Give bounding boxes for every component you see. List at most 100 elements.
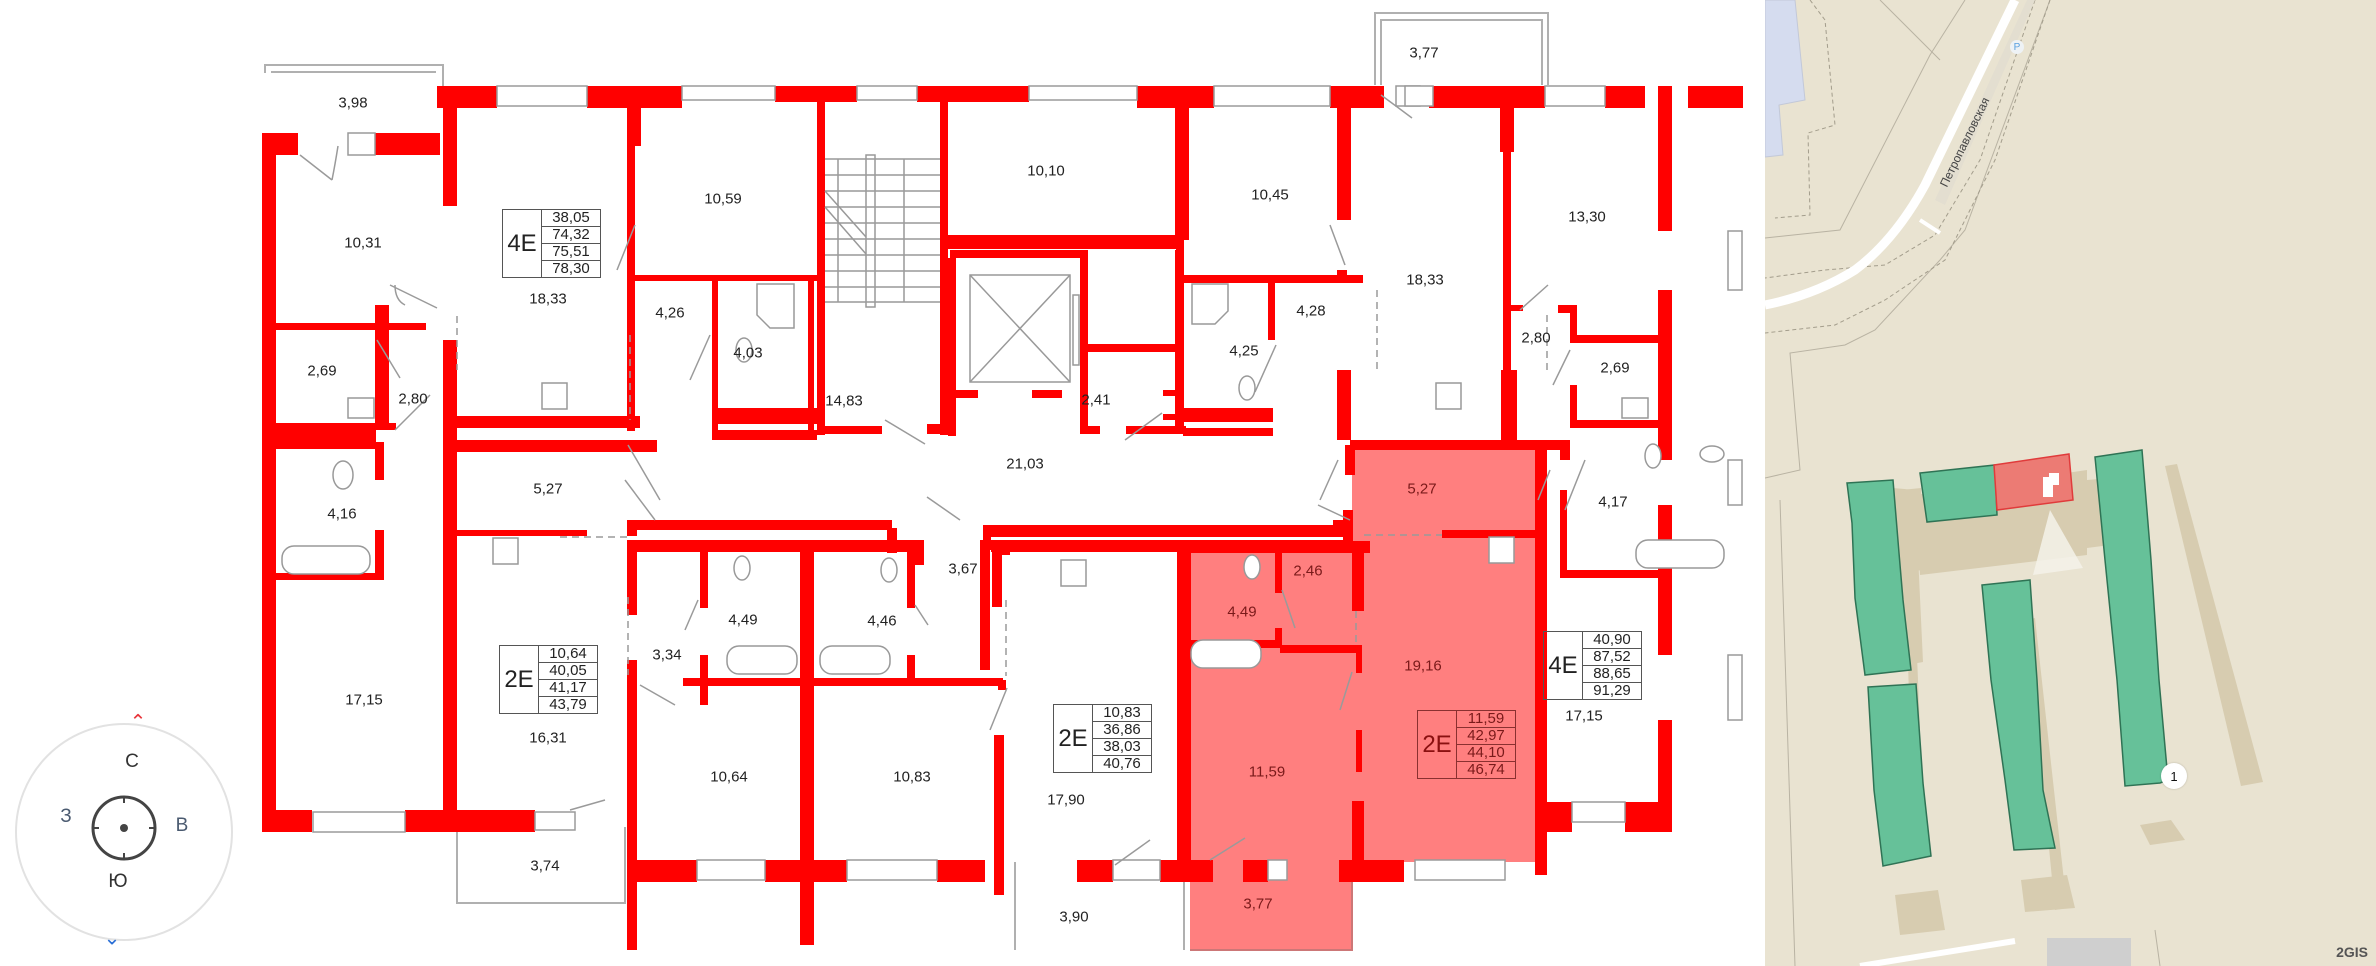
room-area[interactable]: 10,83 [893, 768, 931, 786]
apartment-card-4e-right[interactable]: 4Е 40,90 87,52 88,65 91,29 [1543, 631, 1642, 700]
residential-buildings[interactable] [1846, 449, 2169, 867]
room-area-selected[interactable]: 2,46 [1293, 562, 1323, 580]
living-area: 11,59 [1457, 711, 1515, 728]
apartment-type: 4Е [503, 210, 542, 277]
floor-plan-drawing [262, 12, 1743, 951]
room-area[interactable]: 4,46 [867, 612, 897, 630]
room-area[interactable]: 10,31 [344, 234, 382, 252]
total-area-full: 78,30 [552, 260, 590, 277]
total-area-with-loggia: 41,17 [539, 680, 597, 697]
room-area[interactable]: 3,98 [338, 94, 368, 112]
building-shadows [1870, 464, 2263, 935]
rotate-down-chevron-icon[interactable]: ⌄ [103, 927, 121, 950]
living-area: 40,90 [1583, 632, 1641, 649]
room-area-selected[interactable]: 11,59 [1248, 763, 1286, 781]
floor-plan: 3,98 10,31 18,33 2,69 2,80 10,59 4,26 4,… [14, 12, 1743, 951]
selected-building[interactable] [1993, 453, 2074, 511]
compass-south: Ю [108, 871, 128, 892]
staircase [824, 154, 940, 308]
total-area: 36,86 [1093, 722, 1151, 739]
room-area[interactable]: 2,80 [398, 390, 428, 408]
compass[interactable]: ⌃ ⌄ С З В Ю [14, 712, 234, 950]
entrance-marker-icon [2043, 477, 2053, 497]
living-area: 10,64 [539, 646, 597, 663]
total-area-full: 91,29 [1593, 682, 1631, 699]
room-area[interactable]: 17,90 [1047, 791, 1085, 809]
room-area[interactable]: 4,26 [655, 304, 685, 322]
apartment-card-2e-left[interactable]: 2Е 10,64 40,05 41,17 43,79 [499, 645, 598, 714]
room-area[interactable]: 3,67 [948, 560, 978, 578]
total-area: 40,05 [539, 663, 597, 680]
room-area-selected[interactable]: 4,49 [1227, 603, 1257, 621]
room-area[interactable]: 3,90 [1059, 908, 1089, 926]
total-area-with-loggia: 44,10 [1457, 745, 1515, 762]
total-area-full: 40,76 [1103, 755, 1141, 772]
total-area-with-loggia: 38,03 [1093, 739, 1151, 756]
room-area[interactable]: 3,74 [530, 857, 560, 875]
room-area[interactable]: 18,33 [529, 290, 567, 308]
total-area: 74,32 [542, 227, 600, 244]
room-area[interactable]: 17,15 [345, 691, 383, 709]
room-area[interactable]: 21,03 [1006, 455, 1044, 473]
neighbor-building[interactable] [1765, 0, 1806, 158]
compass-east: В [175, 815, 189, 836]
apartment-type: 2Е [1418, 711, 1457, 778]
room-area-selected[interactable]: 5,27 [1407, 480, 1437, 498]
room-area[interactable]: 13,30 [1568, 208, 1606, 226]
doors [299, 94, 1586, 866]
room-area[interactable]: 2,69 [307, 362, 337, 380]
windows [312, 85, 1743, 881]
compass-ring[interactable] [14, 722, 234, 942]
map-attribution-logo[interactable]: 2GIS [2336, 944, 2368, 960]
apartment-type: 4Е [1544, 632, 1583, 699]
elevator-shaft [969, 274, 1080, 383]
room-area[interactable]: 4,17 [1598, 493, 1628, 511]
apartment-card-2e-middle[interactable]: 2Е 10,83 36,86 38,03 40,76 [1053, 704, 1152, 773]
room-area[interactable]: 2,80 [1521, 329, 1551, 347]
room-area[interactable]: 3,34 [652, 646, 682, 664]
entrance-number-pin[interactable]: 1 [2161, 763, 2187, 789]
compass-west: З [60, 806, 72, 827]
room-area[interactable]: 5,27 [533, 480, 563, 498]
site-map[interactable]: Петропавловская P 1 2GIS [1765, 0, 2376, 966]
apartment-type: 2Е [1054, 705, 1093, 772]
parking-icon[interactable]: P [2010, 40, 2024, 54]
room-area[interactable]: 10,10 [1027, 162, 1065, 180]
map-drawing[interactable] [1765, 0, 2376, 966]
apartment-card-4e-left[interactable]: 4Е 38,05 74,32 75,51 78,30 [502, 209, 601, 278]
room-area[interactable]: 4,28 [1296, 302, 1326, 320]
view-direction-icon [2033, 510, 2083, 575]
room-area[interactable]: 4,16 [327, 505, 357, 523]
room-area[interactable]: 17,15 [1565, 707, 1603, 725]
room-area[interactable]: 10,59 [704, 190, 742, 208]
fixtures [281, 283, 1725, 675]
room-area[interactable]: 16,31 [529, 729, 567, 747]
apartment-card-2e-selected[interactable]: 2Е 11,59 42,97 44,10 46,74 [1417, 710, 1516, 779]
total-area-with-loggia: 75,51 [542, 244, 600, 261]
room-area[interactable]: 4,03 [733, 344, 763, 362]
road-petropavlovskaya[interactable] [1765, 0, 2020, 310]
room-area[interactable]: 10,64 [710, 768, 748, 786]
room-area[interactable]: 14,83 [825, 392, 863, 410]
room-area[interactable]: 4,25 [1229, 342, 1259, 360]
apartment-type: 2Е [500, 646, 539, 713]
rotate-up-chevron-icon[interactable]: ⌃ [129, 711, 147, 734]
total-area-full: 43,79 [549, 696, 587, 713]
room-area[interactable]: 2,41 [1081, 391, 1111, 409]
open-passages [456, 290, 1548, 676]
room-area[interactable]: 4,49 [728, 611, 758, 629]
total-area: 87,52 [1583, 649, 1641, 666]
room-area[interactable]: 2,69 [1600, 359, 1630, 377]
room-area[interactable]: 10,45 [1251, 186, 1289, 204]
room-area[interactable]: 3,77 [1409, 44, 1439, 62]
walls [262, 86, 1743, 950]
total-area-with-loggia: 88,65 [1583, 666, 1641, 683]
room-area-selected[interactable]: 19,16 [1404, 657, 1442, 675]
room-area[interactable]: 18,33 [1406, 271, 1444, 289]
living-area: 10,83 [1093, 705, 1151, 722]
room-area-selected[interactable]: 3,77 [1243, 895, 1273, 913]
total-area: 42,97 [1457, 728, 1515, 745]
compass-north: С [125, 751, 139, 772]
living-area: 38,05 [542, 210, 600, 227]
total-area-full: 46,74 [1467, 761, 1505, 778]
